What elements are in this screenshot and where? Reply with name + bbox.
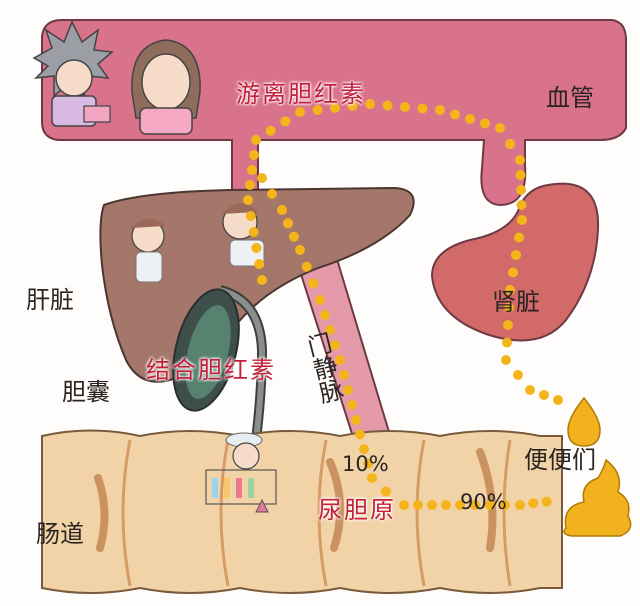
gallbladder-label: 胆囊 [62,378,110,406]
pathway-dot [330,340,340,350]
pathway-dot [501,355,511,365]
pathway-dot [465,114,475,124]
feces-label: 便便们 [524,446,596,474]
pathway-dot [514,232,524,243]
spiky-hair-character-icon [32,20,114,127]
pathway-dot [245,211,256,221]
pathway-dot [280,116,291,127]
pathway-dot [381,486,391,497]
pathway-dot [515,170,526,180]
pathway-dot [504,302,514,313]
pathway-dot [254,259,265,269]
ten-percent-label: 10% [342,452,389,476]
liver-worker-icon [131,218,166,283]
pathway-dot [249,150,259,160]
old-woman-character-icon [131,39,201,135]
pathway-dot [295,107,305,117]
pathway-dot [351,415,361,425]
conjugated-bilirubin-label: 结合胆红素 [146,356,276,384]
pathway-dot [441,500,451,510]
pathway-dot [315,295,325,305]
kidney-organ [430,182,600,342]
pathway-dot [505,285,515,295]
pathway-dot [553,395,563,405]
pathway-dot [257,173,267,183]
pathway-dot [541,496,552,507]
pathway-dot [435,105,445,115]
pathway-dot [343,385,353,395]
pathway-dot [515,500,525,510]
poop-icon [563,458,632,537]
pathway-dot [525,385,535,395]
pathway-dot [243,195,253,205]
pathway-dot [470,500,480,510]
pathway-dot [502,337,512,348]
pathway-dot [283,218,293,229]
blood-vessel-label: 血管 [546,84,594,112]
pathway-dot [539,390,549,400]
pathway-dots [243,99,563,510]
pathway-dot [335,355,345,365]
intestine-organ [41,429,563,594]
pathway-dot [513,370,523,380]
pathway-dot [339,370,349,380]
pathway-dot [277,205,287,215]
pathway-dot [528,498,539,509]
pathway-dot [400,102,410,112]
pathway-dot [289,231,299,242]
lab-worker-icon [205,432,277,513]
pathway-dot [516,200,527,210]
pathway-dot [495,123,505,133]
liver-label: 肝脏 [26,286,74,314]
pathway-dot [320,310,330,320]
pathway-dot [245,180,255,190]
pathway-dot [363,458,373,469]
pathway-dot [455,500,465,510]
pathway-dot [485,500,495,510]
pathway-dot [500,500,510,510]
pathway-dot [325,325,335,335]
pathway-dot [330,103,340,113]
pathway-dot [413,500,423,510]
pathway-dot [450,109,460,120]
pathway-dot [267,189,277,199]
urobilinogen-label: 尿胆原 [318,496,396,524]
pathway-dot [516,185,526,195]
pathway-dot [503,320,513,330]
pathway-dot [247,165,257,175]
pathway-dot [347,101,358,111]
pathway-dot [312,105,323,115]
pathway-dot [382,100,393,111]
pathway-dot [427,500,437,510]
pathway-dot [355,429,365,440]
pathway-dot [295,245,305,255]
pathway-dot [265,125,276,136]
pathway-dot [511,250,521,260]
pathway-dot [367,473,377,483]
gallbladder-organ [172,285,268,441]
pathway-dot [347,400,357,410]
drop-icon [567,396,601,447]
pathway-dot [301,261,312,272]
pathway-dot [517,215,527,225]
pathway-dot [308,278,319,289]
pathway-dot [257,275,267,285]
pathway-dot [365,99,375,109]
pathway-dot [480,118,490,129]
pathway-dot [251,243,262,253]
pathway-dot [515,155,525,165]
pathway-dot [248,227,259,237]
pathway-dot [417,103,428,114]
ninety-percent-label: 90% [460,490,507,514]
pathway-dot [508,267,518,278]
kidney-label: 肾脏 [492,288,540,316]
free-bilirubin-label: 游离胆红素 [236,80,366,108]
pathway-dot [251,135,261,145]
pathway-dot [399,500,409,510]
intestine-label: 肠道 [36,520,84,548]
pathway-dot [505,139,515,149]
pathway-dot [359,444,369,454]
